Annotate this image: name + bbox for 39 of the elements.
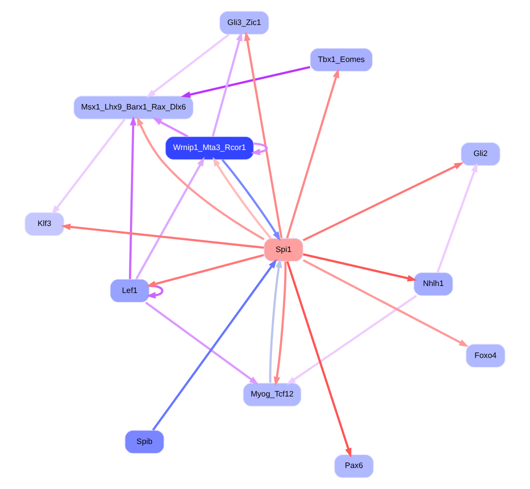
node-box: Nhlh1 <box>413 272 454 296</box>
arrow <box>302 253 417 282</box>
arrow <box>212 31 242 137</box>
arrow <box>135 156 205 280</box>
arrow <box>222 159 281 242</box>
arrow <box>286 261 352 458</box>
node-box: Tbx1_Eomes <box>310 48 373 72</box>
arrow <box>286 294 418 385</box>
arrow <box>244 31 283 238</box>
arrow <box>136 116 264 240</box>
arrow <box>145 302 259 385</box>
arrow <box>146 254 264 288</box>
arrow <box>152 258 277 431</box>
arrow <box>152 118 188 138</box>
arrow <box>286 68 340 239</box>
node-box: Msx1_Lhx9_Barx1_Rax_Dlx6 <box>73 96 194 120</box>
arrow <box>128 116 136 280</box>
arrow <box>61 224 264 249</box>
arrow <box>146 284 164 299</box>
node-box: Klf3 <box>24 212 64 236</box>
arrow <box>180 66 310 98</box>
arrow <box>250 142 268 156</box>
node-box: Gli2 <box>460 142 500 166</box>
arrow <box>274 262 287 386</box>
node-box: Myog_Tcf12 <box>242 382 302 407</box>
node-box: Gli3_Zic1 <box>219 10 270 35</box>
arrow <box>52 118 126 215</box>
node-box: Pax6 <box>334 454 374 478</box>
arrow <box>269 258 282 383</box>
arrow <box>212 156 272 239</box>
node-box: Wrnip1_Mta3_Rcor1 <box>165 136 254 160</box>
arrow <box>302 162 464 242</box>
node-box: Lef1 <box>110 278 150 303</box>
node-box: Spi1 <box>264 238 304 262</box>
arrow <box>302 259 469 347</box>
node-box: Foxo4 <box>466 344 506 368</box>
arrow <box>146 34 230 98</box>
node-box: Spib <box>124 430 164 454</box>
arrow <box>436 162 478 273</box>
